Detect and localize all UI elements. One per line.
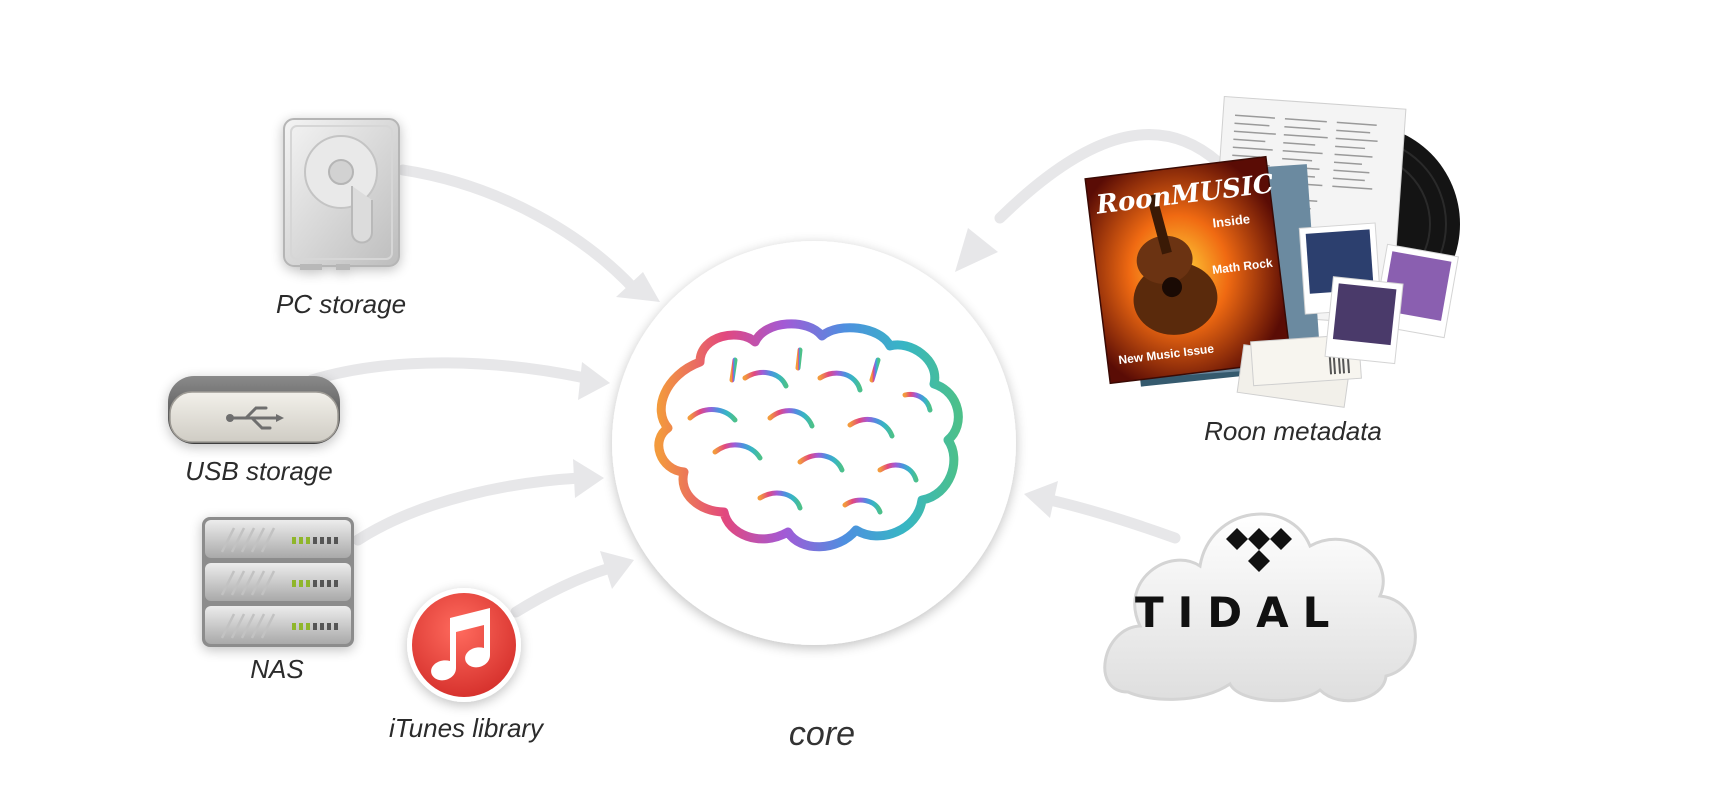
label-usb-storage: USB storage bbox=[185, 456, 333, 486]
arrow-itunes-to-core bbox=[510, 551, 634, 618]
core-node bbox=[612, 241, 1016, 645]
arrows bbox=[306, 129, 1224, 618]
concert-tickets bbox=[1236, 333, 1362, 408]
label-core: core bbox=[788, 715, 856, 753]
photo-polaroids bbox=[1298, 222, 1459, 365]
nas-unit bbox=[205, 520, 351, 558]
guitar-icon bbox=[1133, 193, 1218, 335]
arrow-metadata-to-core bbox=[955, 129, 1224, 272]
arrow-nas-to-core bbox=[352, 459, 604, 546]
arrow-pc-to-core bbox=[397, 164, 660, 302]
brain-icon bbox=[654, 319, 963, 552]
usb-drive-icon bbox=[168, 376, 340, 444]
magazine-cover: RoonMUSIC Inside Math Rock New Music Iss… bbox=[1084, 155, 1292, 385]
server-rack-icon bbox=[202, 517, 354, 647]
label-pc-storage: PC storage bbox=[275, 289, 407, 319]
magazine-side-text: Inside bbox=[1212, 211, 1251, 230]
hard-drive-icon bbox=[283, 118, 400, 270]
nas-unit bbox=[205, 606, 351, 644]
arrow-usb-to-core bbox=[306, 357, 610, 400]
roon-metadata-collage: RoonMUSIC Inside Math Rock New Music Iss… bbox=[1084, 95, 1460, 408]
label-itunes-library: iTunes library bbox=[388, 713, 544, 743]
tidal-wordmark: TIDAL bbox=[1135, 588, 1343, 637]
nas-unit bbox=[205, 563, 351, 601]
label-nas: NAS bbox=[250, 654, 304, 684]
arrow-tidal-to-core bbox=[1024, 481, 1181, 544]
tidal-cloud: TIDAL bbox=[1103, 512, 1417, 703]
itunes-note-icon bbox=[407, 588, 521, 702]
label-roon-metadata: Roon metadata bbox=[1204, 416, 1382, 446]
tidal-logo-icon bbox=[1226, 528, 1292, 572]
